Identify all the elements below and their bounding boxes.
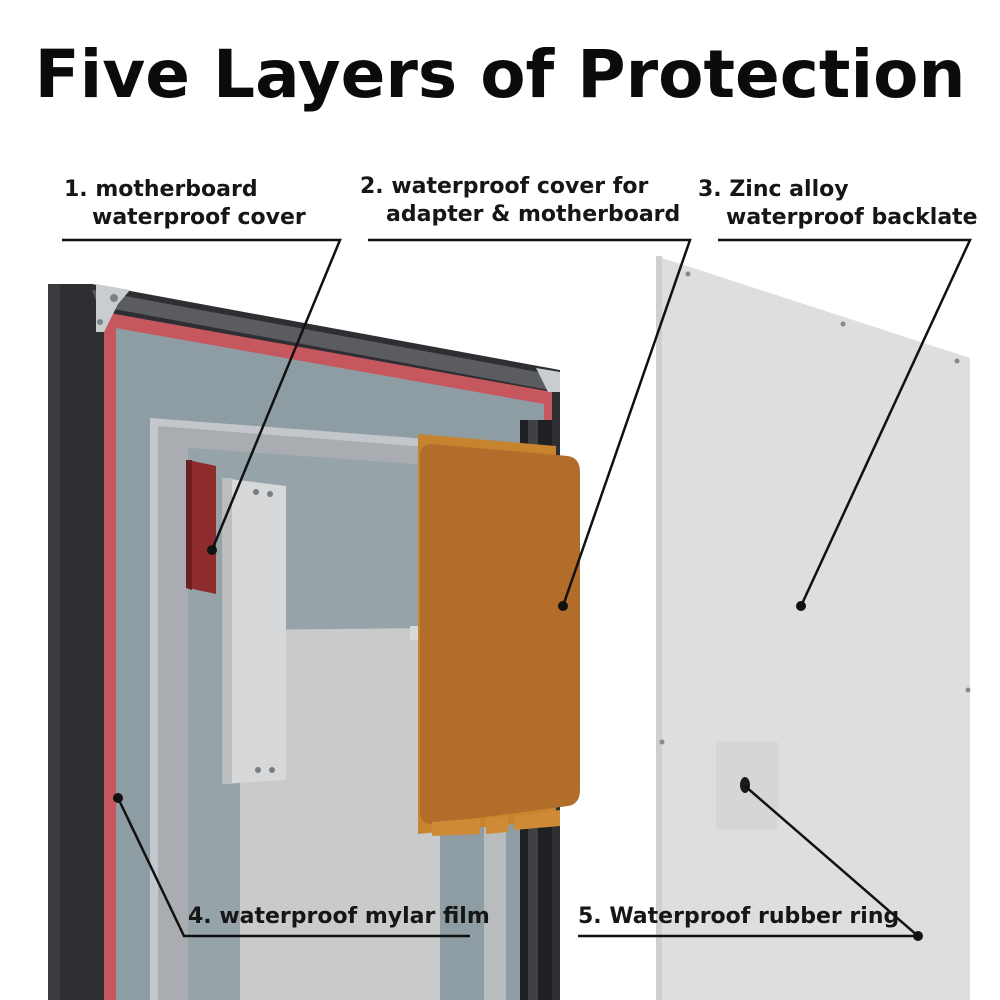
leader-dot-4 — [113, 793, 123, 803]
motherboard-waterproof-cover — [188, 460, 216, 594]
page-title: Five Layers of Protection — [34, 36, 966, 113]
callout-mylar-film: 4. waterproof mylar film — [188, 903, 490, 931]
callout-text: 1. motherboard — [64, 177, 258, 202]
bracket-screw — [110, 294, 118, 302]
cover-tab — [432, 818, 480, 836]
leader-line-4 — [116, 797, 470, 938]
mirror-frame-side — [48, 284, 60, 1000]
adapter-housing-side — [222, 478, 232, 784]
leader-dot-1 — [207, 545, 217, 555]
cover-tab — [514, 810, 560, 830]
callout-zinc-backplate: 3. Zinc alloy waterproof backlate — [698, 176, 978, 232]
backplate-screw-hole — [840, 321, 846, 327]
backplate-screw-hole — [685, 271, 691, 277]
leader-lines — [62, 238, 972, 938]
adapter-screw — [267, 491, 273, 497]
bracket-screw — [97, 319, 103, 325]
leader-line-2 — [368, 238, 692, 607]
motherboard-waterproof-cover-side — [186, 460, 192, 590]
callout-text: 3. Zinc alloy — [698, 177, 849, 202]
backplate-edge — [656, 256, 662, 1000]
adapter-screw — [253, 489, 259, 495]
leader-dot-5 — [913, 931, 923, 941]
callout-motherboard-cover: 1. motherboard waterproof cover — [64, 176, 306, 232]
backplate-screw-hole — [965, 687, 971, 693]
corner-bracket — [536, 368, 560, 392]
backplate-screw-hole — [659, 739, 665, 745]
callout-adapter-cover: 2. waterproof cover for adapter & mother… — [360, 173, 680, 229]
corner-bracket — [96, 284, 130, 332]
inner-rail — [484, 820, 506, 1000]
zinc-alloy-backplate — [656, 256, 970, 1000]
callout-text: 5. Waterproof rubber ring — [578, 904, 900, 929]
callout-text: waterproof cover — [92, 205, 306, 230]
inner-light-sheet — [240, 628, 440, 1000]
leader-line-3 — [718, 238, 972, 607]
callout-text: adapter & motherboard — [386, 202, 681, 227]
backplate-screw-hole — [954, 358, 960, 364]
callout-text: waterproof backlate — [726, 205, 978, 230]
frame-inner-lip — [92, 290, 560, 392]
cover-tab — [486, 816, 508, 834]
adapter-housing — [222, 478, 286, 784]
callout-text: 2. waterproof cover for — [360, 174, 649, 199]
adapter-screw — [255, 767, 261, 773]
leader-line-1 — [62, 238, 342, 551]
leader-dot-2 — [558, 601, 568, 611]
leader-dot-3 — [796, 601, 806, 611]
adapter-screw — [269, 767, 275, 773]
callout-rubber-ring: 5. Waterproof rubber ring — [578, 903, 899, 931]
adapter-motherboard-cover — [420, 444, 580, 824]
callout-text: 4. waterproof mylar film — [188, 904, 490, 929]
aluminium-channel-top — [150, 418, 440, 1000]
